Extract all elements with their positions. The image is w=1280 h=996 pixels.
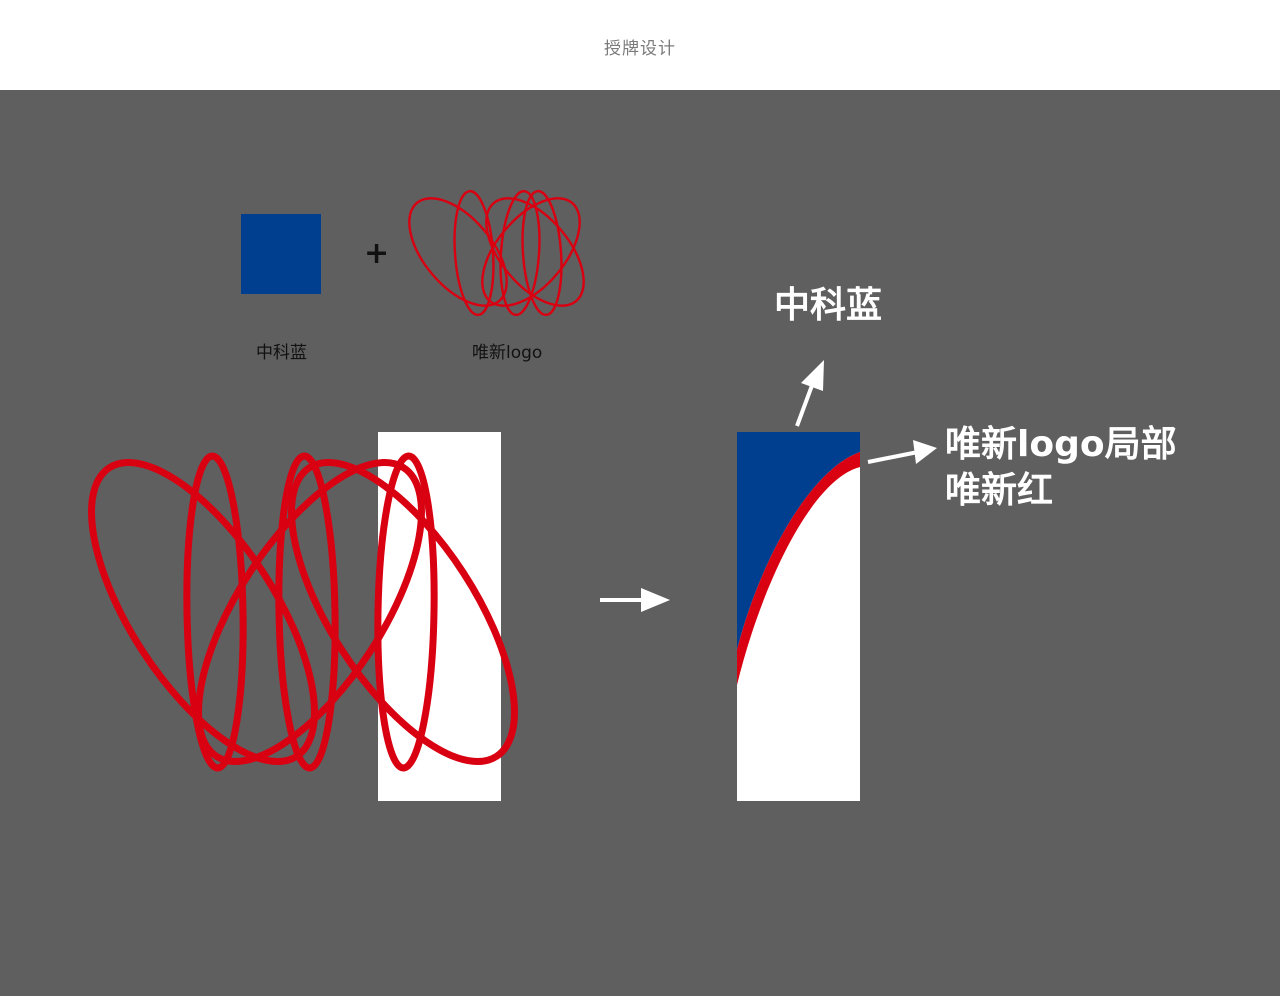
arrow-side-icon [867,440,937,464]
zhongke-blue-label: 中科蓝 [774,285,883,326]
large-logo-icon [88,452,518,772]
page-title: 授牌设计 [604,39,676,59]
blue-swatch [241,214,321,294]
design-panel [0,90,1280,996]
result-blue-region [737,432,860,650]
weixin-red-label: 唯新红 [945,470,1054,511]
arrow-right-icon [600,588,670,612]
plus-sign: + [364,236,390,271]
logo-label: 唯新logo [472,343,543,363]
blue-swatch-label: 中科蓝 [256,343,307,363]
small-logo-icon [408,189,585,317]
white-plaque-left [378,432,501,801]
logo-part-label: 唯新logo局部 [945,424,1177,465]
result-plaque [737,432,860,801]
arrow-up-icon [795,360,824,427]
header-bar: 授牌设计 [0,0,1280,90]
